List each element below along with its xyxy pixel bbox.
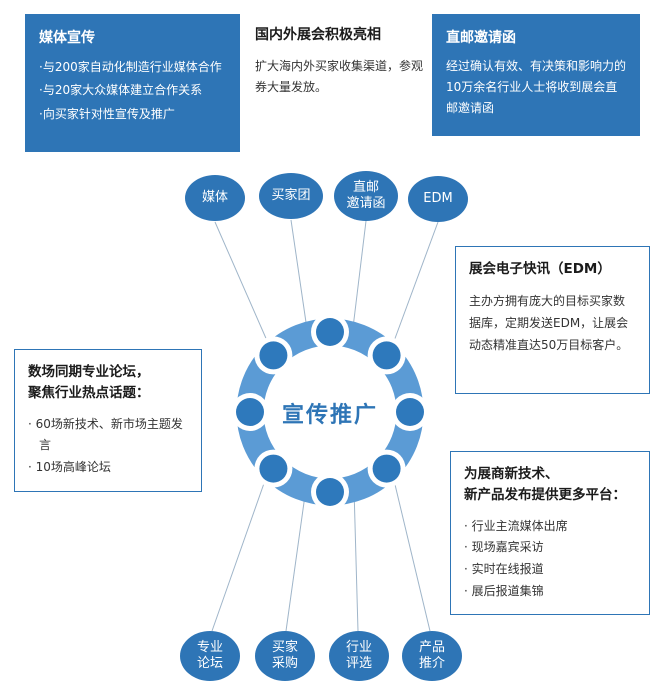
node-edm: EDM (408, 176, 468, 222)
node-buyer-procurement: 买家 采购 (255, 631, 315, 681)
media-promotion-box: 媒体宣传 ·与200家自动化制造行业媒体合作 ·与20家大众媒体建立合作关系 ·… (25, 14, 240, 152)
direct-mail-title: 直邮邀请函 (446, 30, 516, 46)
forum-box-title: 数场同期专业论坛， 聚焦行业热点话题： (28, 364, 150, 401)
media-promotion-item: ·与20家大众媒体建立合作关系 (39, 83, 203, 98)
platform-box-title: 为展商新技术、 新产品发布提供更多平台： (464, 466, 626, 503)
media-promotion-title: 媒体宣传 (39, 30, 95, 46)
exhibition-appearance-body: 扩大海内外买家收集渠道，参观券大量发放。 (255, 59, 424, 94)
forum-box-item: · 10场高峰论坛 (28, 460, 111, 475)
forum-box-item: · 60场新技术、新市场主题发言 (28, 416, 183, 453)
forum-box: 数场同期专业论坛， 聚焦行业热点话题： · 60场新技术、新市场主题发言 · 1… (14, 349, 202, 492)
node-media: 媒体 (185, 175, 245, 221)
platform-box: 为展商新技术、 新产品发布提供更多平台： · 行业主流媒体出席 · 现场嘉宾采访… (450, 451, 650, 616)
platform-box-item: · 实时在线报道 (464, 562, 544, 577)
node-product-promotion: 产品 推介 (402, 631, 462, 681)
direct-mail-body: 经过确认有效、有决策和影响力的10万余名行业人士将收到展会直邮邀请函 (446, 59, 627, 115)
platform-box-item: · 展后报道集锦 (464, 583, 544, 598)
node-industry-awards: 行业 评选 (329, 631, 389, 681)
platform-box-item: · 行业主流媒体出席 (464, 518, 568, 533)
edm-newsletter-box: 展会电子快讯（EDM） 主办方拥有庞大的目标买家数据库，定期发送EDM，让展会动… (455, 246, 650, 394)
media-promotion-item: ·向买家针对性宣传及推广 (39, 106, 175, 121)
hub-ring-dots (231, 313, 429, 511)
platform-box-item: · 现场嘉宾采访 (464, 540, 544, 555)
hub-title: 宣传推广 (281, 403, 378, 428)
node-professional-forum: 专业 论坛 (180, 631, 240, 681)
connector-lines (211, 219, 439, 632)
media-promotion-item: ·与200家自动化制造行业媒体合作 (39, 60, 222, 74)
node-direct-mail-invitation: 直邮 邀请函 (334, 171, 398, 221)
edm-newsletter-title: 展会电子快讯（EDM） (469, 261, 611, 277)
direct-mail-box: 直邮邀请函 经过确认有效、有决策和影响力的10万余名行业人士将收到展会直邮邀请函 (432, 14, 640, 136)
node-buyer-group: 买家团 (259, 173, 323, 219)
exhibition-appearance-title: 国内外展会积极亮相 (255, 27, 381, 43)
edm-newsletter-body: 主办方拥有庞大的目标买家数据库，定期发送EDM，让展会动态精准直达50万目标客户… (469, 293, 629, 353)
exhibition-appearance-block: 国内外展会积极亮相 扩大海内外买家收集渠道，参观券大量发放。 (255, 24, 433, 98)
